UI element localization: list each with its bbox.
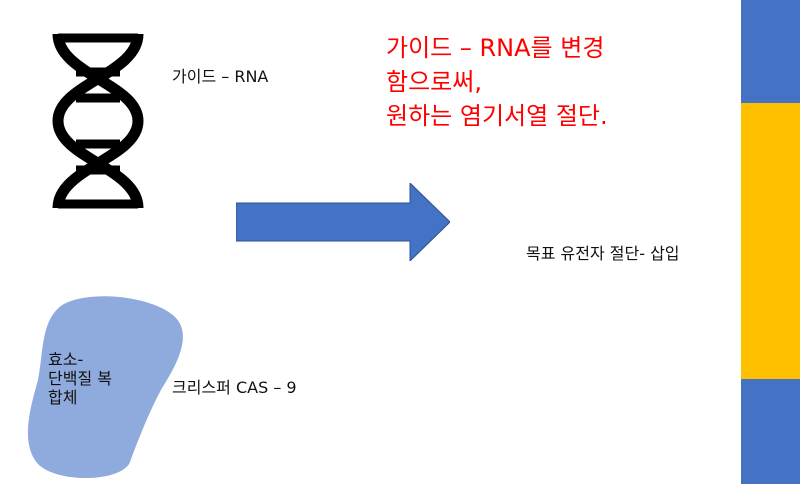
target-gene-label: 목표 유전자 절단- 삽입 bbox=[526, 244, 680, 263]
note-line-1: 가이드 – RNA를 변경 bbox=[386, 34, 605, 62]
dna-strand-target-region bbox=[741, 103, 800, 379]
right-arrow bbox=[236, 183, 450, 261]
complex-line-2: 단백질 복 bbox=[48, 369, 112, 388]
dna-strand-lower bbox=[741, 379, 800, 484]
note-line-2: 함으로써, bbox=[386, 68, 482, 96]
dna-helix-icon bbox=[52, 33, 144, 209]
complex-line-3: 합체 bbox=[48, 388, 78, 407]
guide-rna-label: 가이드 – RNA bbox=[172, 67, 269, 86]
dna-strand-upper bbox=[741, 0, 800, 103]
enzyme-complex-shape bbox=[27, 296, 183, 479]
guide-rna-note: 가이드 – RNA를 변경 함으로써, 원하는 염기서열 절단. bbox=[386, 31, 608, 133]
note-line-3: 원하는 염기서열 절단. bbox=[386, 102, 608, 130]
complex-line-1: 효소- bbox=[48, 350, 84, 369]
crispr-cas9-label: 크리스퍼 CAS – 9 bbox=[172, 378, 297, 397]
enzyme-complex-label: 효소- 단백질 복 합체 bbox=[48, 350, 112, 407]
